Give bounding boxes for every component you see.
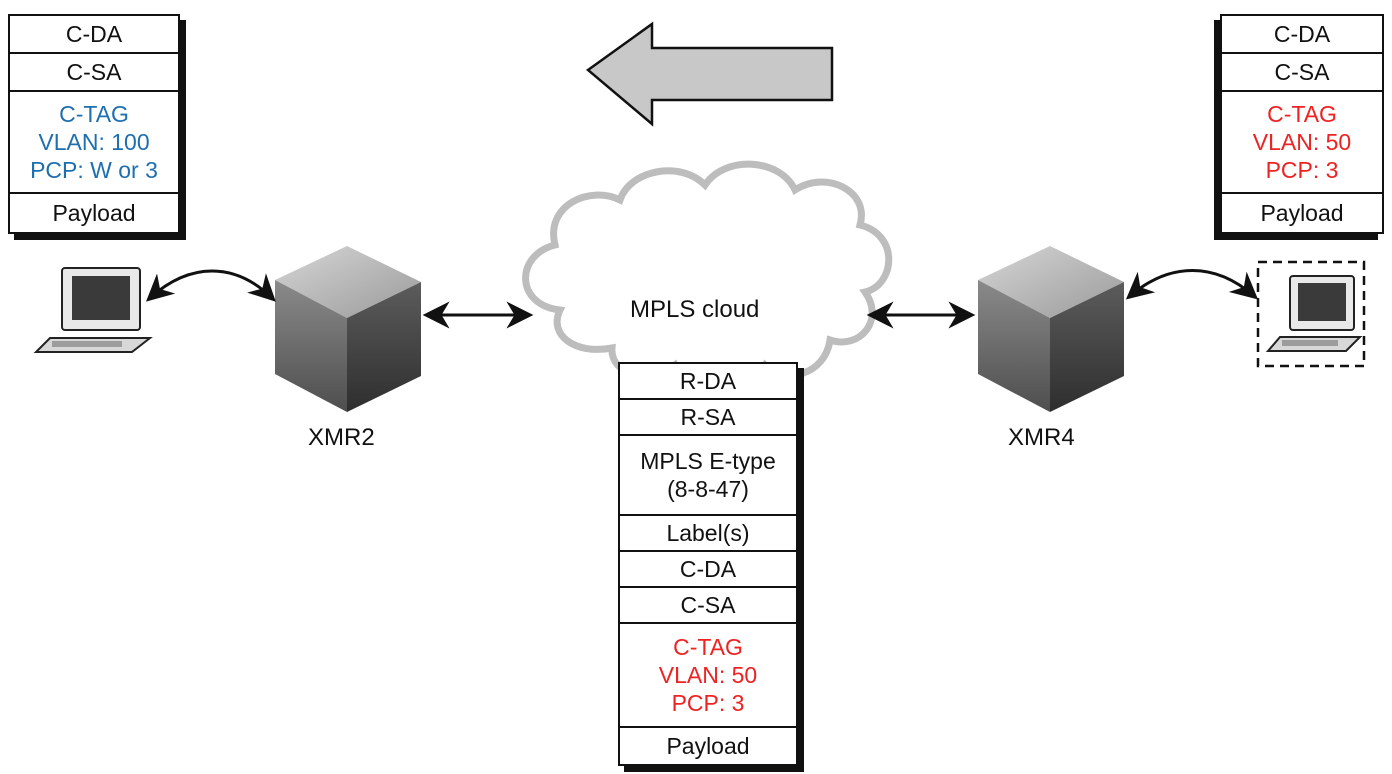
frame-field-line: C-DA [65,21,123,47]
frame-field-line: Payload [52,200,136,226]
frame-field: C-SA [1222,54,1382,92]
frame-field: Payload [10,194,178,232]
frame-field-line: PCP: 3 [1265,157,1339,183]
frame-field-line: C-SA [1274,59,1330,85]
frame-field-line: MPLS E-type [640,448,776,474]
frame-field: C-SA [620,588,796,624]
frame-field-line: PCP: 3 [671,690,745,716]
frame-field: C-DA [620,552,796,588]
frame-field-line: C-SA [66,59,122,85]
router-xmr4-label: XMR4 [1008,424,1075,451]
frame-field-line: VLAN: 100 [38,129,150,155]
frame-field: R-DA [620,364,796,400]
router-xmr2-icon [275,246,421,412]
frame-field-line: (8-8-47) [667,476,749,502]
frame-field-line: C-TAG [1267,101,1337,127]
frame-field-line: VLAN: 50 [658,662,758,688]
frame-field-line: Payload [666,733,750,759]
frame-field-line: C-TAG [673,634,743,660]
frame-field-line: VLAN: 50 [1252,129,1352,155]
frame-field: Payload [1222,194,1382,232]
frame-field-line: C-DA [1273,21,1331,47]
right-router-computer-link [1125,269,1259,300]
frame-field: C-DA [1222,16,1382,54]
cloud-label: MPLS cloud [630,296,760,323]
right-computer-icon [1256,260,1366,368]
frame-field: R-SA [620,400,796,436]
frame-field-line: R-DA [679,368,737,394]
frame-field: Payload [620,728,796,764]
frame-field-line: C-SA [680,592,736,618]
frame-field-line: R-SA [680,404,736,430]
frame-field: C-DA [10,16,178,54]
mpls-frame-stack: R-DA R-SA MPLS E-type(8-8-47) Label(s) C-DA C… [618,362,798,766]
router-xmr4-icon [978,246,1124,412]
frame-field: MPLS E-type(8-8-47) [620,436,796,516]
direction-arrow-icon [585,21,834,127]
frame-field-line: C-DA [679,556,737,582]
frame-field: C-SA [10,54,178,92]
frame-field-line: C-TAG [59,101,129,127]
frame-field: Label(s) [620,516,796,552]
left-computer-router-link [145,269,276,302]
frame-field-line: Label(s) [666,520,750,546]
frame-field-line: PCP: W or 3 [30,157,158,183]
mpls-cloud-icon [522,160,893,391]
router-xmr2-label: XMR2 [308,424,375,451]
left-computer-icon [33,267,153,353]
frame-field-line: Payload [1260,200,1344,226]
